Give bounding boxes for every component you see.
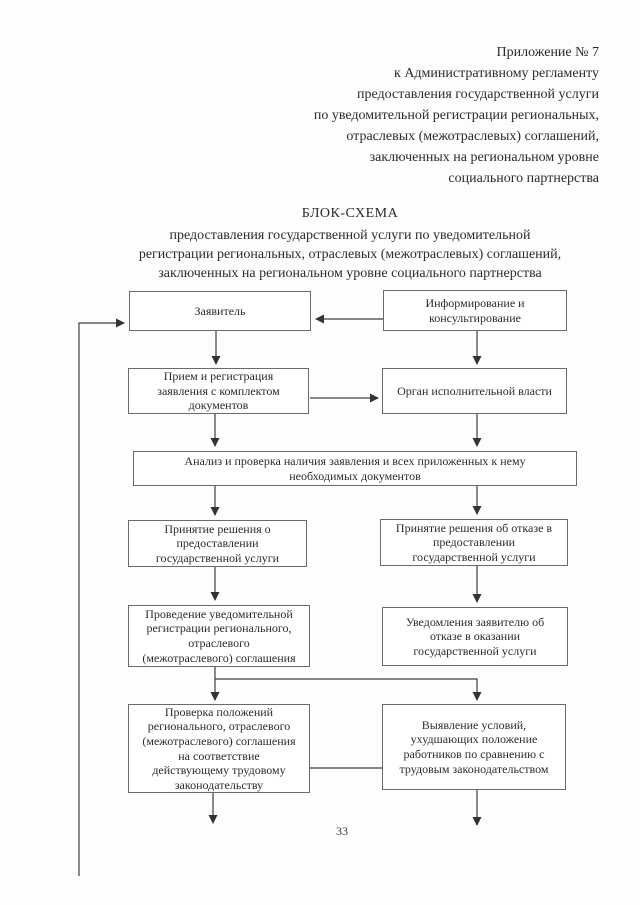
flowchart-node-conditions-detection: Выявление условий, ухудшающих положение …: [382, 704, 566, 790]
appendix-header-line: предоставления государственной услуги: [357, 87, 599, 102]
flowchart-node-informing: Информирование и консультирование: [383, 290, 567, 331]
flowchart-node-applicant: Заявитель: [129, 291, 311, 331]
appendix-header: Приложение № 7 к Административному регла…: [169, 42, 599, 189]
appendix-header-line: Приложение № 7: [496, 45, 600, 60]
appendix-header-line: по уведомительной регистрации региональн…: [313, 108, 599, 123]
flowchart-node-approve-decision: Принятие решения о предоставлении госуда…: [128, 520, 307, 567]
flowchart-node-analysis: Анализ и проверка наличия заявления и вс…: [133, 451, 577, 486]
feedback-line-to-applicant-arrow: [78, 318, 125, 876]
flowchart-node-reception: Прием и регистрация заявления с комплект…: [128, 368, 309, 414]
page-number: 33: [336, 824, 348, 838]
page-title: БЛОК-СХЕМА: [301, 206, 399, 221]
arrow-registration-to-conditions: [215, 678, 482, 701]
title-subtitle-line: предоставления государственной услуги по…: [169, 228, 531, 243]
flowchart-node-registration: Проведение уведомительной регистрации ре…: [128, 605, 310, 667]
appendix-header-line: к Административному регламенту: [394, 66, 599, 81]
title-block: БЛОК-СХЕМА предоставления государственно…: [60, 204, 640, 283]
title-subtitle-line: заключенных на региональном уровне социа…: [158, 266, 542, 281]
flowchart-node-compliance-check: Проверка положений регионального, отрасл…: [128, 704, 310, 793]
appendix-header-line: отраслевых (межотраслевых) соглашений,: [346, 129, 599, 144]
flowchart-node-authority: Орган исполнительной власти: [382, 368, 567, 414]
flowchart-node-refusal-notice: Уведомления заявителю об отказе в оказан…: [382, 607, 568, 666]
flowchart-node-refuse-decision: Принятие решения об отказе в предоставле…: [380, 519, 568, 566]
title-subtitle-line: регистрации региональных, отраслевых (ме…: [138, 247, 562, 262]
appendix-header-line: заключенных на региональном уровне: [369, 150, 599, 165]
appendix-header-line: социального партнерства: [448, 171, 599, 186]
